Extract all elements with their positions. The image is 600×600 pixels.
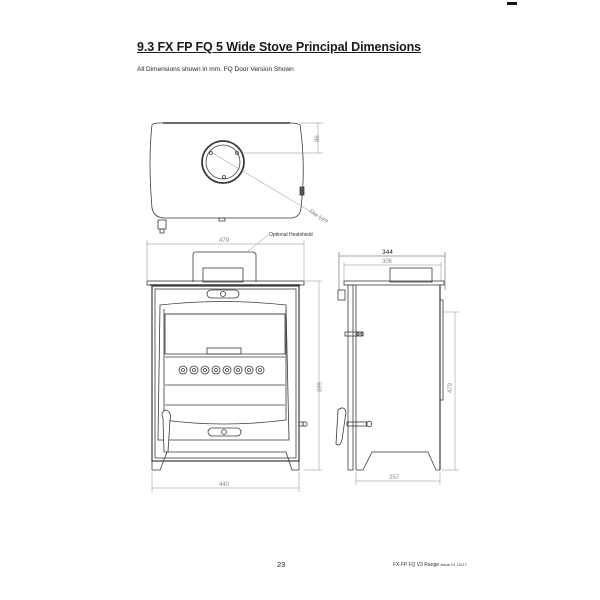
dim-side-depth-top: 306 xyxy=(382,259,393,265)
dim-side-height: 479 xyxy=(448,382,454,393)
air-control-row xyxy=(178,365,265,375)
dim-front-height: 569 xyxy=(315,382,321,393)
dim-side-depth-base: 257 xyxy=(389,475,400,481)
section-subtitle: All Dimensions shown in mm. FQ Door Vers… xyxy=(137,66,294,73)
dim-flue-diameter: Dia 127 xyxy=(308,209,329,226)
dim-side-depth-overall: 344 xyxy=(382,249,393,256)
section-title: 9.3 FX FP FQ 5 Wide Stove Principal Dime… xyxy=(137,40,422,54)
document-name: FX FP FQ V3 Range xyxy=(393,562,440,568)
front-view xyxy=(146,251,308,471)
dim-flue-depth: 86 xyxy=(315,135,321,142)
page-number: 23 xyxy=(277,560,286,569)
scan-corner-mark xyxy=(507,2,517,5)
side-view xyxy=(335,267,445,471)
heatshield-callout: Optional Heatshield xyxy=(269,232,313,238)
dim-front-width-top: 479 xyxy=(219,238,230,244)
dimension-lines xyxy=(146,234,459,492)
dim-front-width-base: 440 xyxy=(219,482,230,488)
document-issue: Issue 01 10/17 xyxy=(440,562,467,567)
document-reference: FX FP FQ V3 Range Issue 01 10/17 xyxy=(393,562,467,568)
top-view xyxy=(149,122,329,234)
